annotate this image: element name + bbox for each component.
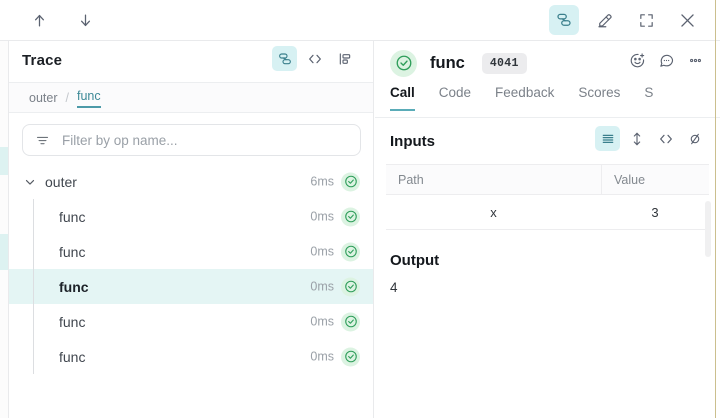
tree-indent-guide [33, 269, 34, 304]
tree-row-label: func [59, 243, 86, 260]
tree-row-duration: 6ms [310, 174, 334, 189]
filter-container [9, 113, 373, 164]
top-toolbar [0, 0, 720, 41]
filter-box[interactable] [22, 124, 361, 156]
tree-row-duration: 0ms [310, 244, 334, 259]
tree-row[interactable]: func 0ms [9, 234, 373, 269]
tree-row[interactable]: func 0ms [9, 304, 373, 339]
list-view-icon[interactable] [595, 126, 620, 151]
status-success-icon [341, 347, 360, 366]
chevron-down-icon[interactable] [23, 175, 37, 189]
column-header-value: Value [601, 165, 709, 194]
tree-indent-guide [33, 304, 34, 339]
inputs-view-toggle-group [595, 126, 707, 151]
call-header: func 4041 [375, 41, 720, 85]
highlighter-icon[interactable] [590, 5, 620, 35]
inputs-table: Path Value x 3 [386, 164, 709, 230]
column-header-path: Path [398, 172, 424, 187]
expand-collapse-icon[interactable] [624, 126, 649, 151]
status-success-icon [341, 172, 360, 191]
status-success-icon [341, 242, 360, 261]
filter-input[interactable] [60, 131, 348, 149]
tab-scores[interactable]: Scores [578, 85, 621, 100]
panel-right-edge [715, 0, 716, 418]
status-success-icon [341, 207, 360, 226]
tree-row-duration: 0ms [310, 349, 334, 364]
call-detail-panel: func 4041 [375, 41, 720, 418]
output-title: Output [390, 252, 440, 269]
tree-indent-guide [33, 199, 34, 234]
tab-summary-truncated[interactable]: S [644, 85, 654, 100]
breadcrumb: outer / func [9, 83, 373, 113]
minimap-segment [0, 234, 8, 270]
call-title: func [430, 53, 465, 72]
minimap-segment [0, 147, 8, 175]
trace-panel-header: Trace [9, 41, 373, 83]
close-icon[interactable] [672, 5, 702, 35]
inputs-scrollbar[interactable] [705, 201, 711, 257]
call-tabs: Call Code Feedback Scores S [375, 85, 720, 118]
toolbar-action-group [549, 0, 702, 40]
tab-feedback[interactable]: Feedback [495, 85, 555, 100]
trace-tree-icon[interactable] [549, 5, 579, 35]
comment-icon[interactable] [654, 48, 679, 73]
tree-row-meta: 0ms [310, 347, 360, 366]
tree-row[interactable]: outer 6ms [9, 164, 373, 199]
tree-row-label: func [59, 278, 89, 295]
status-success-icon [390, 49, 417, 77]
input-path-cell: x [490, 204, 497, 220]
inputs-title: Inputs [390, 132, 435, 150]
tree-row-meta: 0ms [310, 312, 360, 331]
tab-code[interactable]: Code [438, 85, 472, 100]
output-value: 4 [390, 280, 398, 295]
tree-indent-guide [33, 339, 34, 374]
breadcrumb-item-func[interactable]: func [76, 87, 101, 108]
trace-tree-view-icon[interactable] [272, 46, 297, 71]
tree-row-label: func [59, 208, 86, 225]
nav-up-icon[interactable] [24, 5, 54, 35]
trace-minimap-gutter[interactable] [0, 41, 9, 418]
inputs-table-header: Path Value [386, 165, 709, 195]
breadcrumb-item-outer[interactable]: outer [29, 90, 58, 105]
status-success-icon [341, 277, 360, 296]
tree-row[interactable]: func 0ms [9, 199, 373, 234]
flame-graph-view-icon[interactable] [332, 46, 357, 71]
tree-row-meta: 6ms [310, 172, 360, 191]
tree-row-duration: 0ms [310, 279, 334, 294]
table-row[interactable]: x 3 [386, 195, 709, 229]
inputs-section-header: Inputs [375, 118, 720, 164]
filter-lines-icon [35, 133, 50, 148]
tree-row-label: outer [45, 173, 77, 190]
more-options-icon[interactable] [683, 48, 708, 73]
trace-panel-title: Trace [22, 52, 63, 69]
nav-down-icon[interactable] [70, 5, 100, 35]
tree-row-label: func [59, 348, 86, 365]
input-value-cell: 3 [651, 204, 659, 220]
fullscreen-icon[interactable] [631, 5, 661, 35]
tree-indent-guide [33, 234, 34, 269]
toolbar-nav-group [24, 0, 100, 40]
tree-row-duration: 0ms [310, 314, 334, 329]
tree-row-label: func [59, 313, 86, 330]
tree-row-meta: 0ms [310, 242, 360, 261]
trace-view-toggle-group [272, 46, 357, 71]
code-view-icon[interactable] [302, 46, 327, 71]
status-success-icon [341, 312, 360, 331]
call-id-badge[interactable]: 4041 [481, 52, 527, 74]
trace-tree: outer 6ms func 0ms [9, 164, 373, 374]
add-reaction-icon[interactable] [625, 48, 650, 73]
tree-row-meta: 0ms [310, 207, 360, 226]
tree-row[interactable]: func 0ms [9, 339, 373, 374]
tree-row-selected[interactable]: func 0ms [9, 269, 373, 304]
tree-row-meta: 0ms [310, 277, 360, 296]
tree-row-duration: 0ms [310, 209, 334, 224]
code-view-icon[interactable] [653, 126, 678, 151]
trace-panel: Trace [9, 41, 374, 418]
tab-call[interactable]: Call [390, 85, 415, 111]
call-header-actions [625, 48, 708, 73]
hide-view-icon[interactable] [682, 126, 707, 151]
breadcrumb-separator: / [65, 90, 69, 105]
